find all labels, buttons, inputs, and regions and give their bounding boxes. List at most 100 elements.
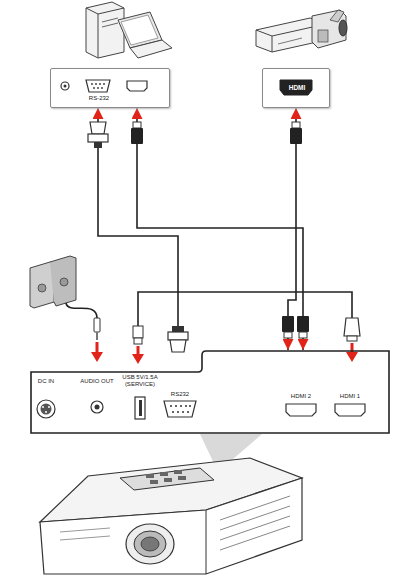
projector-illustration [40,478,302,574]
speaker-illustration [66,303,97,318]
usb-power-wire [138,292,352,326]
port-label: RS232 [171,391,189,398]
port-label: RS-232 [89,95,109,102]
panel-ports [180,405,182,407]
cable-plugs [133,122,141,128]
panel-ports [175,405,177,407]
panel-ports [41,404,52,415]
panel-ports [139,400,142,416]
computer-illustration [121,15,158,45]
projector-illustration [134,531,166,557]
speaker-illustration [96,332,98,340]
projector-illustration [141,537,159,551]
panel-outline [31,351,389,433]
projector-illustration [126,524,174,564]
panel-ports [187,411,189,413]
projector-illustration [206,510,207,574]
projector-illustration [150,480,158,484]
cable-plugs [131,128,143,144]
computer-illustration [86,8,98,58]
cable-plugs [299,332,307,338]
source-ports [97,87,99,89]
panel-ports [177,411,179,413]
panel-ports [170,405,172,407]
panel-ports [42,406,44,408]
video-source-illustration [330,10,344,22]
source-port-panel: RS-232 [50,68,170,108]
rear-panel: DC IN AUDIO OUT USB 5V/1.5A (SERVICE) RS232… [30,350,390,434]
panel-ports [95,405,100,410]
projector-illustration [146,474,154,478]
projector-illustration [220,496,290,550]
cable-connector [137,108,303,350]
computer-illustration [102,18,118,22]
source-ports [61,82,69,90]
cable-plugs [284,332,292,338]
projector-illustration [40,458,302,574]
cable-plugs [168,332,188,340]
speaker-illustration [38,284,46,292]
port-label: HDMI 2 [291,393,311,400]
cable-plugs [172,326,184,332]
panel-ports [185,405,187,407]
port-label: AUDIO OUT [80,378,113,385]
panel-ports [286,404,316,416]
speaker-illustration [30,256,103,362]
cable-plugs [90,122,106,134]
source-ports [86,80,110,92]
video-source-illustration [256,10,347,52]
usb-power-wire [347,336,357,341]
usb-power-wire [132,292,360,364]
cable-plugs [297,316,309,332]
computer-illustration [102,23,118,27]
panel-ports [37,397,365,419]
speaker-illustration [60,278,68,286]
cable-plugs [88,134,108,142]
panel-ports [172,411,174,413]
port-label: HDMI 1 [340,393,360,400]
port-label: DC IN [38,378,54,385]
video-source-illustration [278,38,302,44]
panel-ports [45,411,47,413]
cable-plugs [290,128,302,144]
panel-ports [91,401,103,413]
cable-plugs [170,340,186,352]
panel-ports [37,400,55,418]
source-ports [95,83,97,85]
panel-ports [335,404,365,416]
panel-ports [189,405,191,407]
panel-ports [164,401,196,417]
usb-power-wire [133,326,143,338]
source-ports [93,87,95,89]
source-ports [103,83,105,85]
speaker-illustration [94,318,100,332]
source-ports [61,80,312,95]
port-label: USB 5V/1.5A (SERVICE) [120,374,160,388]
source-ports [127,81,147,91]
source-ports [280,80,312,95]
video-source-illustration [339,20,347,36]
computer-illustration [86,2,172,58]
cable-connector [288,108,296,350]
port-logo: HDMI [289,84,306,91]
projector-illustration [164,478,172,482]
computer-illustration [86,2,124,58]
cable-plugs [94,142,102,148]
cable-plugs [88,122,309,352]
speaker-illustration [30,262,54,308]
usb-power-wire [346,352,358,362]
projector-illustration [178,476,186,480]
computer-illustration [130,40,172,58]
panel-ports [135,397,145,419]
projector-illustration [60,528,110,540]
source-ports [91,83,93,85]
panel-outline [30,350,390,434]
projector-illustration [174,470,182,474]
panel-ports [48,406,50,408]
usb-power-wire [132,354,144,364]
source-ports [64,85,67,88]
source-ports [99,83,101,85]
speaker-illustration [50,256,76,306]
cable-plugs [282,316,294,332]
